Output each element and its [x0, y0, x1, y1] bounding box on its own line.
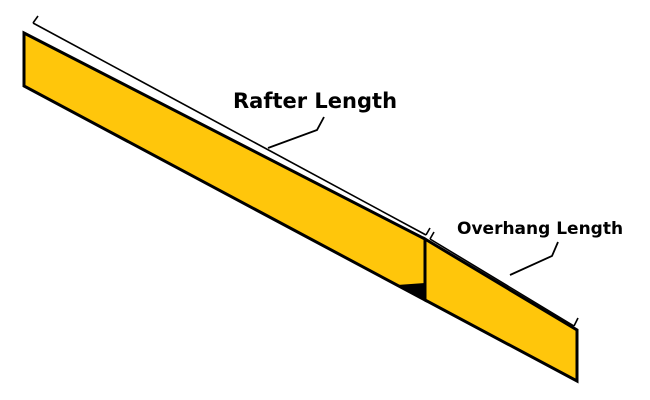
rafter-length-leader: [267, 116, 325, 149]
overhang-board: [423, 236, 579, 384]
rafter-board: [22, 30, 427, 303]
overhang-length-leader: [509, 241, 559, 276]
overhang-length-label: Overhang Length: [457, 219, 623, 239]
rafter-length-dimension: [32, 15, 431, 236]
rafter-length-label: Rafter Length: [233, 89, 397, 113]
birdsmouth-cut: [397, 283, 425, 300]
overhang-length-dimension: [429, 231, 579, 327]
